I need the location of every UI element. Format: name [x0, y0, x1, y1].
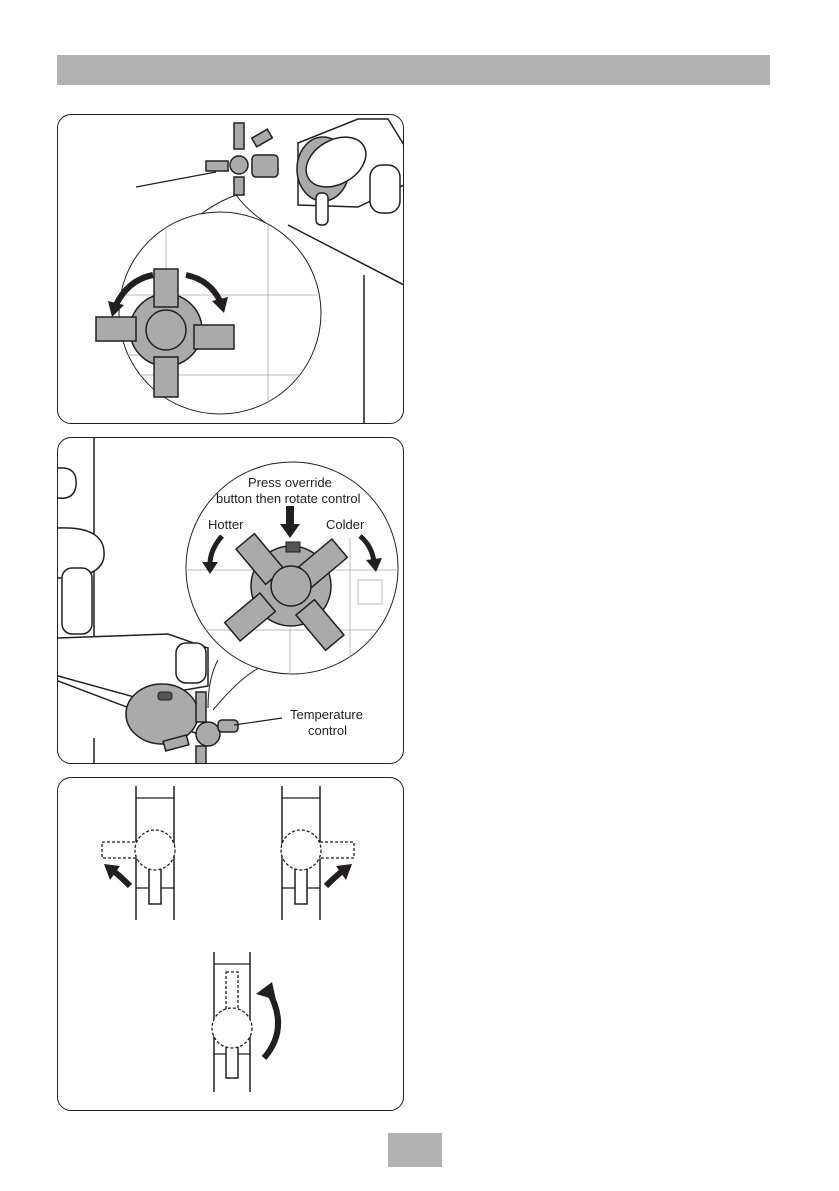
colder-label: Colder	[326, 517, 364, 533]
section-header-bar	[57, 55, 770, 85]
override-label-line2: button then rotate control	[216, 491, 361, 507]
temperature-label-line2: control	[308, 723, 347, 739]
figure-panel-2: Press override button then rotate contro…	[57, 437, 404, 764]
lever-bottom-unit	[212, 952, 278, 1092]
lever-left-unit	[102, 786, 175, 920]
shower-valve-diagram	[58, 115, 404, 424]
page-number-box	[388, 1133, 442, 1167]
figure-panel-1	[57, 114, 404, 424]
temperature-label-line1: Temperature	[290, 707, 363, 723]
figure-panel-3	[57, 777, 404, 1111]
lever-right-unit	[281, 786, 354, 920]
lever-rotation-diagram	[58, 778, 404, 1111]
override-label-line1: Press override	[248, 475, 332, 491]
hotter-label: Hotter	[208, 517, 243, 533]
